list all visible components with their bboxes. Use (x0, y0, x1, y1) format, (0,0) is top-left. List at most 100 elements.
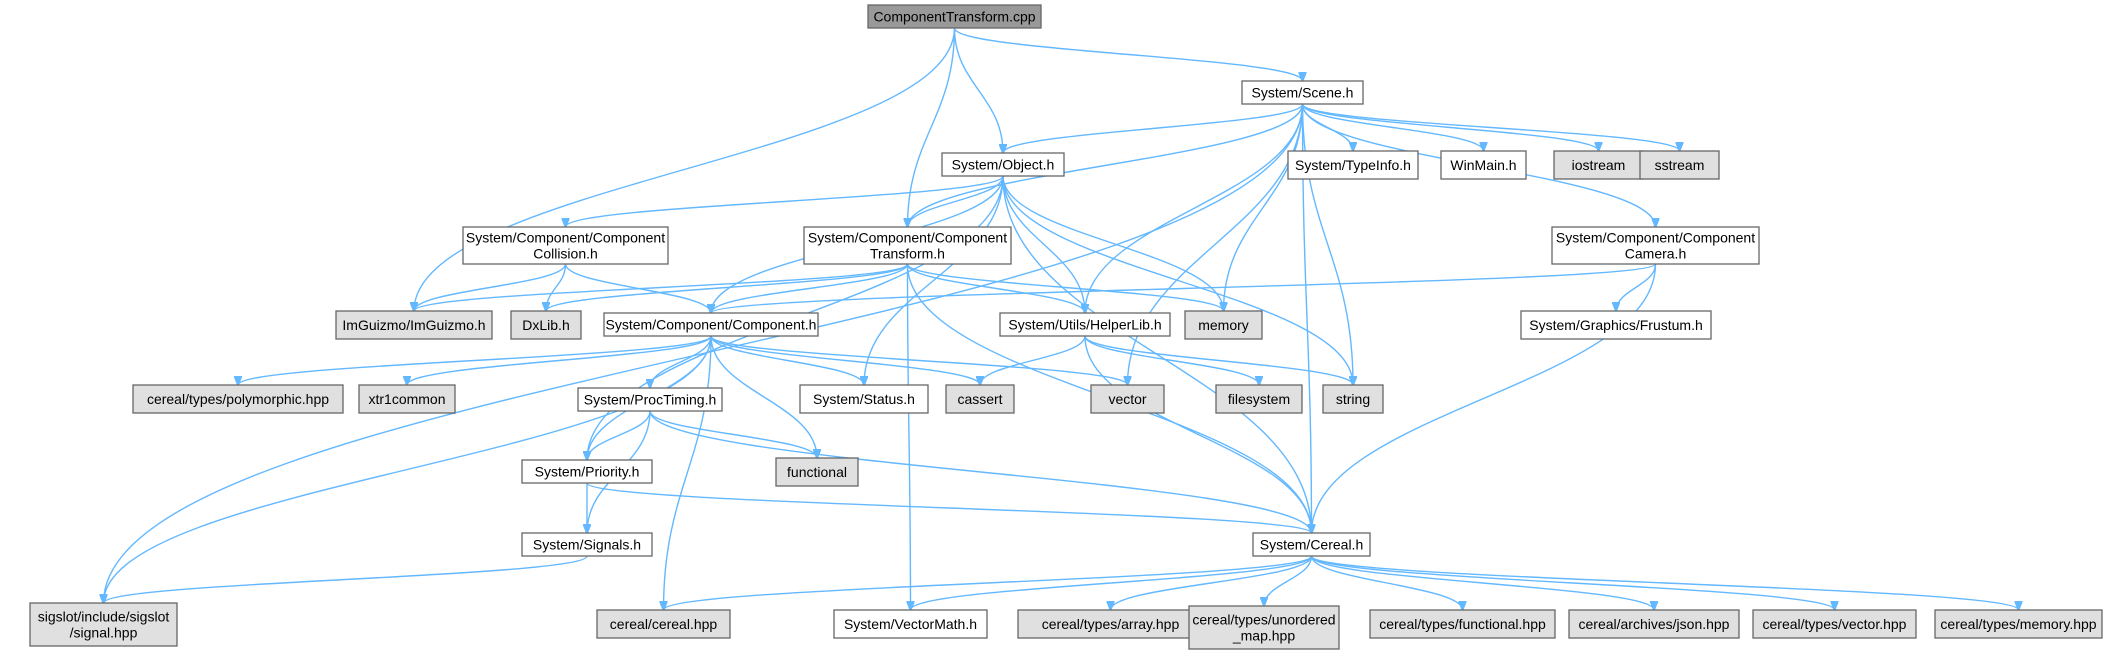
nodes-layer: ComponentTransform.cppSystem/Scene.hSyst… (29, 4, 2103, 650)
edge-object-to-comptransform (908, 175, 1004, 227)
node-box (510, 310, 582, 340)
node-label: sstream (1655, 157, 1705, 173)
node-box (596, 609, 731, 639)
edge-scene-to-iostream (1301, 103, 1599, 151)
node-label: System/Scene.h (1252, 85, 1354, 101)
node-signals[interactable]: System/Signals.h (521, 532, 653, 557)
edge-object-to-string (1002, 175, 1353, 385)
edge-signals-to-sigslot (104, 555, 588, 603)
edge-scene-to-string (1301, 103, 1354, 385)
edge-proctiming-to-cereal (649, 410, 1312, 533)
edge-helperlib-to-string (1084, 335, 1353, 385)
node-label: /signal.hpp (70, 625, 138, 641)
node-memory: memory (1184, 310, 1263, 340)
edge-component-to-cassert (710, 335, 980, 385)
node-box (867, 4, 1042, 29)
node-box (1184, 310, 1263, 340)
node-box (1188, 605, 1340, 650)
edge-cereal-to-unorderedmap (1264, 555, 1313, 606)
node-box (1440, 150, 1527, 180)
edge-collision-to-imguizmo (414, 263, 567, 311)
edge-helperlib-to-filesystem (1084, 335, 1259, 385)
node-array: cereal/types/array.hpp (1017, 609, 1204, 639)
node-label: System/Object.h (952, 157, 1055, 173)
node-status[interactable]: System/Status.h (799, 384, 929, 414)
node-helperlib[interactable]: System/Utils/HelperLib.h (999, 312, 1171, 337)
edge-component-to-vector (710, 335, 1128, 385)
edge-component-to-functional (710, 335, 817, 458)
edge-scene-to-sigslot (104, 103, 1304, 603)
node-imguizmo: ImGuizmo/ImGuizmo.h (335, 310, 493, 340)
node-frustum[interactable]: System/Graphics/Frustum.h (1520, 310, 1712, 340)
node-box (775, 457, 859, 487)
node-label: memory (1198, 317, 1249, 333)
node-label: xtr1common (368, 391, 445, 407)
node-box (1369, 609, 1556, 639)
node-box (1551, 226, 1760, 265)
node-label: cereal/types/array.hpp (1042, 616, 1180, 632)
node-box (945, 384, 1015, 414)
node-label: System/Component/Component.h (606, 317, 817, 333)
edge-cereal-to-cerealhpp (664, 555, 1313, 610)
edge-compcamera-to-frustum (1616, 263, 1657, 311)
node-label: System/Component/Component (808, 230, 1007, 246)
node-root[interactable]: ComponentTransform.cpp (867, 4, 1042, 29)
node-scene[interactable]: System/Scene.h (1241, 80, 1364, 105)
node-object[interactable]: System/Object.h (941, 152, 1065, 177)
edge-component-to-sigslot (104, 335, 712, 603)
edge-cereal-to-array (1111, 555, 1313, 610)
node-box (603, 312, 819, 337)
node-label: System/Status.h (813, 391, 915, 407)
node-label: DxLib.h (522, 317, 569, 333)
node-box (1934, 609, 2103, 639)
node-box (1215, 384, 1303, 414)
node-box (1017, 609, 1204, 639)
node-winmain[interactable]: WinMain.h (1440, 150, 1527, 180)
node-label: iostream (1572, 157, 1626, 173)
node-box (1553, 150, 1644, 180)
node-box (1752, 609, 1917, 639)
node-sstream: sstream (1639, 150, 1720, 180)
node-box (132, 384, 344, 414)
node-label: System/Priority.h (535, 464, 640, 480)
node-label: functional (787, 464, 847, 480)
node-label: System/Graphics/Frustum.h (1529, 317, 1703, 333)
node-vectormath[interactable]: System/VectorMath.h (833, 609, 988, 639)
edge-cereal-to-vectormath (911, 555, 1313, 610)
node-component[interactable]: System/Component/Component.h (603, 312, 819, 337)
edge-cereal-to-cfunctional (1310, 555, 1463, 610)
node-proctiming[interactable]: System/ProcTiming.h (577, 387, 723, 412)
edge-compcamera-to-cereal (1312, 263, 1657, 533)
edge-comptransform-to-component (711, 263, 909, 313)
edge-priority-to-cereal (586, 482, 1312, 533)
node-box (521, 532, 653, 557)
node-cereal[interactable]: System/Cereal.h (1252, 532, 1371, 557)
node-label: System/ProcTiming.h (584, 392, 717, 408)
node-box (358, 384, 456, 414)
edge-proctiming-to-functional (649, 410, 817, 458)
node-comptransform[interactable]: System/Component/ComponentTransform.h (803, 226, 1012, 265)
edge-scene-to-object (1003, 103, 1304, 153)
node-label: filesystem (1228, 391, 1290, 407)
node-xtr1common: xtr1common (358, 384, 456, 414)
node-label: cereal/types/unordered (1192, 612, 1335, 628)
node-box (521, 459, 653, 484)
node-label: cereal/types/polymorphic.hpp (147, 391, 329, 407)
node-priority[interactable]: System/Priority.h (521, 459, 653, 484)
node-label: Transform.h (870, 246, 945, 262)
edge-object-to-helperlib (1002, 175, 1085, 313)
node-box (1639, 150, 1720, 180)
edge-root-to-comptransform (908, 27, 956, 227)
node-cassert: cassert (945, 384, 1015, 414)
node-box (941, 152, 1065, 177)
node-label: cereal/types/memory.hpp (1940, 616, 2096, 632)
edge-scene-to-sstream (1301, 103, 1680, 151)
node-box (335, 310, 493, 340)
node-label: string (1336, 391, 1370, 407)
node-typeinfo[interactable]: System/TypeInfo.h (1287, 150, 1419, 180)
node-vector: vector (1090, 384, 1165, 414)
node-label: ImGuizmo/ImGuizmo.h (342, 317, 485, 333)
